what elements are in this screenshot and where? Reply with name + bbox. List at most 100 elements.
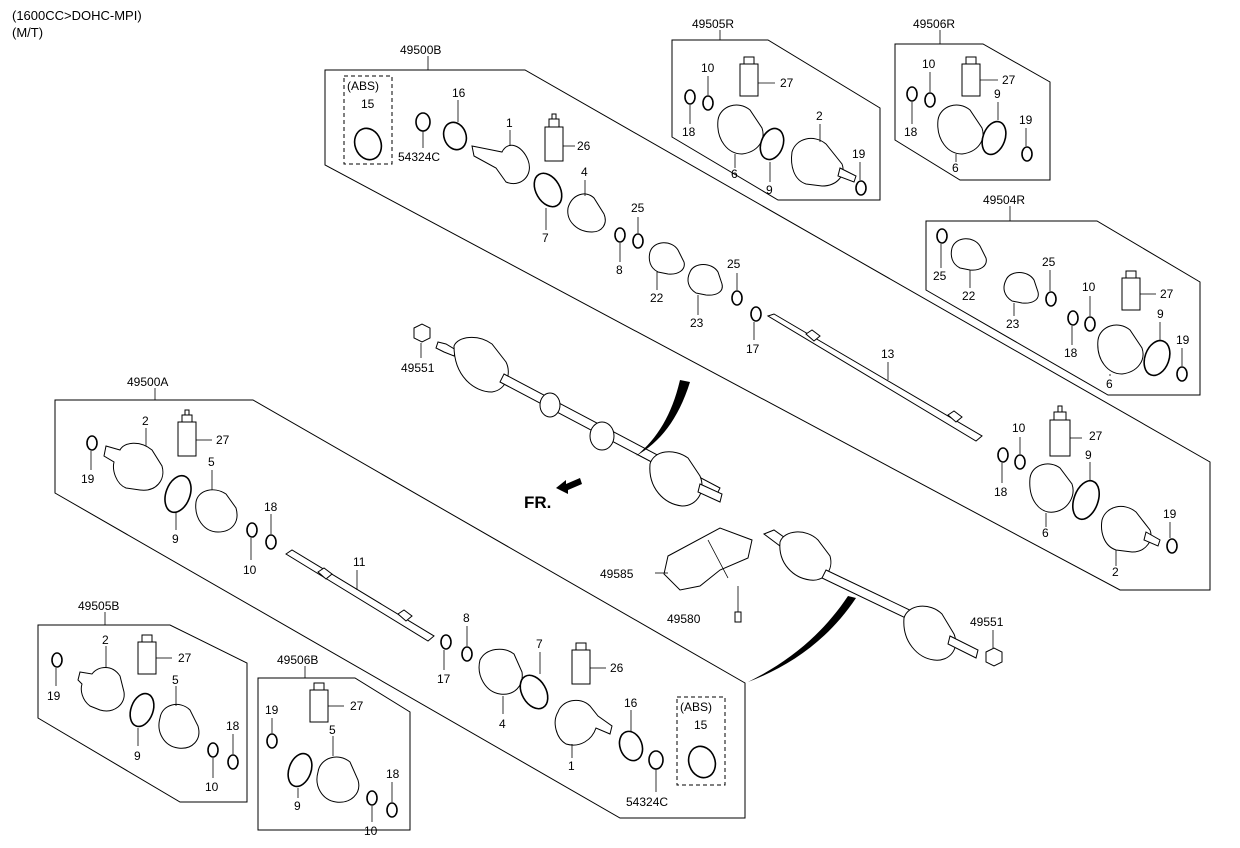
- nut-49551-lower: [985, 647, 1003, 667]
- label-27-49505B: 27: [178, 651, 192, 665]
- shaft-13: [766, 313, 983, 442]
- inner-joint-2-49505R: [791, 137, 844, 187]
- group-outline-49506B: [257, 677, 411, 831]
- label-22-upper: 22: [650, 291, 664, 305]
- label-26-49500A: 26: [610, 661, 624, 675]
- boot-6-49505R: [717, 104, 764, 155]
- label-15-lower: 15: [694, 718, 708, 732]
- label-9-49506B: 9: [294, 799, 301, 813]
- label-18-49506B: 18: [386, 767, 400, 781]
- clamp-25b-upper: [731, 290, 743, 306]
- label-9-49505B: 9: [134, 749, 141, 763]
- ring-16-upper: [442, 121, 468, 151]
- clamp-8-upper: [614, 227, 626, 243]
- group-label-49505B: 49505B: [78, 599, 119, 613]
- label-7-upper: 7: [542, 231, 549, 245]
- clamp-7-upper: [533, 172, 563, 208]
- grease-tube-27-49506R: [961, 63, 981, 97]
- header-transmission: (M/T): [12, 25, 44, 40]
- label-26-upper: 26: [577, 139, 591, 153]
- label-27-49505R: 27: [780, 76, 794, 90]
- label-7-49500A: 7: [536, 637, 543, 651]
- clip-19-49504R: [1176, 366, 1188, 382]
- curved-arrow-lower: [748, 596, 856, 682]
- label-6-49506R: 6: [952, 161, 959, 175]
- abs-box-upper: [343, 75, 393, 165]
- group-label-49504R: 49504R: [983, 193, 1025, 207]
- label-25b-upper: 25: [727, 257, 741, 271]
- clip-19-49506B: [266, 733, 278, 749]
- label-49551-upper: 49551: [401, 361, 435, 375]
- label-4-49500A: 4: [499, 717, 506, 731]
- label-27-right: 27: [1089, 429, 1103, 443]
- clamp-8-49500A: [461, 646, 473, 662]
- abs-box-lower: [676, 696, 726, 786]
- clamp-10-49506B: [366, 790, 378, 806]
- damper-23-49504R: [1003, 272, 1039, 304]
- bolt-49580: [734, 611, 742, 623]
- damper-23-upper: [687, 264, 723, 296]
- outer-cv-joint-1-49500A: [554, 699, 613, 746]
- clamp-10-49506R: [924, 92, 936, 108]
- group-outline-49505B: [37, 624, 248, 803]
- group-label-49506B: 49506B: [277, 653, 318, 667]
- label-6-right: 6: [1042, 526, 1049, 540]
- clip-18-49506B: [386, 802, 398, 818]
- abs-ring-15-lower: [687, 745, 717, 779]
- group-outline-49500A: [54, 399, 746, 819]
- clip-18-49505B: [227, 754, 239, 770]
- label-27-49506R: 27: [1002, 73, 1016, 87]
- label-2-49505R: 2: [816, 109, 823, 123]
- label-5-49500A: 5: [208, 455, 215, 469]
- label-27-49500A: 27: [216, 433, 230, 447]
- label-9-49505R: 9: [766, 183, 773, 197]
- label-27-49504R: 27: [1160, 287, 1174, 301]
- label-8-upper: 8: [616, 263, 623, 277]
- grease-tube-27-right: [1049, 419, 1071, 457]
- grease-tube-27-49505B: [137, 641, 157, 675]
- abs-label-lower: (ABS): [680, 700, 712, 714]
- ring-54324C-upper: [415, 112, 431, 132]
- clamp-7-49500A: [519, 674, 549, 710]
- group-label-49505R: 49505R: [692, 17, 734, 31]
- label-25-upper: 25: [631, 201, 645, 215]
- label-23-49504R: 23: [1006, 317, 1020, 331]
- label-6-49504R: 6: [1106, 377, 1113, 391]
- boot-6-right: [1029, 463, 1074, 513]
- label-15-upper: 15: [361, 97, 375, 111]
- clamp-25-upper: [632, 233, 644, 249]
- clip-19-right: [1166, 538, 1178, 554]
- clamp-25b-49504R: [1045, 291, 1057, 307]
- label-10-49504R: 10: [1082, 280, 1096, 294]
- label-10-49505R: 10: [701, 61, 715, 75]
- damper-22-49504R: [950, 238, 987, 271]
- label-13: 13: [881, 347, 895, 361]
- ring-16-lower: [618, 730, 644, 762]
- label-9-49506R: 9: [994, 87, 1001, 101]
- label-25-49504R: 25: [933, 269, 947, 283]
- inner-joint-2-right: [1101, 505, 1152, 553]
- label-10-49500A: 10: [243, 563, 257, 577]
- clip-17-49500A: [440, 634, 452, 650]
- clamp-10-49500A: [246, 522, 258, 538]
- label-1-upper: 1: [506, 116, 513, 130]
- group-outline-49500B: [324, 69, 1211, 591]
- label-17-upper: 17: [746, 342, 760, 356]
- label-9-49504R: 9: [1157, 307, 1164, 321]
- ring-54324C-lower: [648, 750, 664, 770]
- front-marker: FR.: [524, 493, 551, 512]
- header-engine: (1600CC>DOHC-MPI): [12, 8, 142, 23]
- label-23-upper: 23: [690, 316, 704, 330]
- label-11: 11: [353, 555, 366, 569]
- label-2-49505B: 2: [102, 633, 109, 647]
- clip-18-right: [997, 447, 1009, 463]
- label-16-upper: 16: [452, 86, 466, 100]
- label-49580: 49580: [667, 612, 701, 626]
- label-10-49506B: 10: [364, 824, 378, 838]
- boot-5-49505B: [158, 703, 200, 749]
- label-17-49500A: 17: [437, 672, 451, 686]
- abs-ring-15-upper: [353, 127, 383, 161]
- label-16-lower: 16: [624, 696, 638, 710]
- label-2-49500A: 2: [142, 414, 149, 428]
- inner-joint-2-49500A: [103, 442, 164, 491]
